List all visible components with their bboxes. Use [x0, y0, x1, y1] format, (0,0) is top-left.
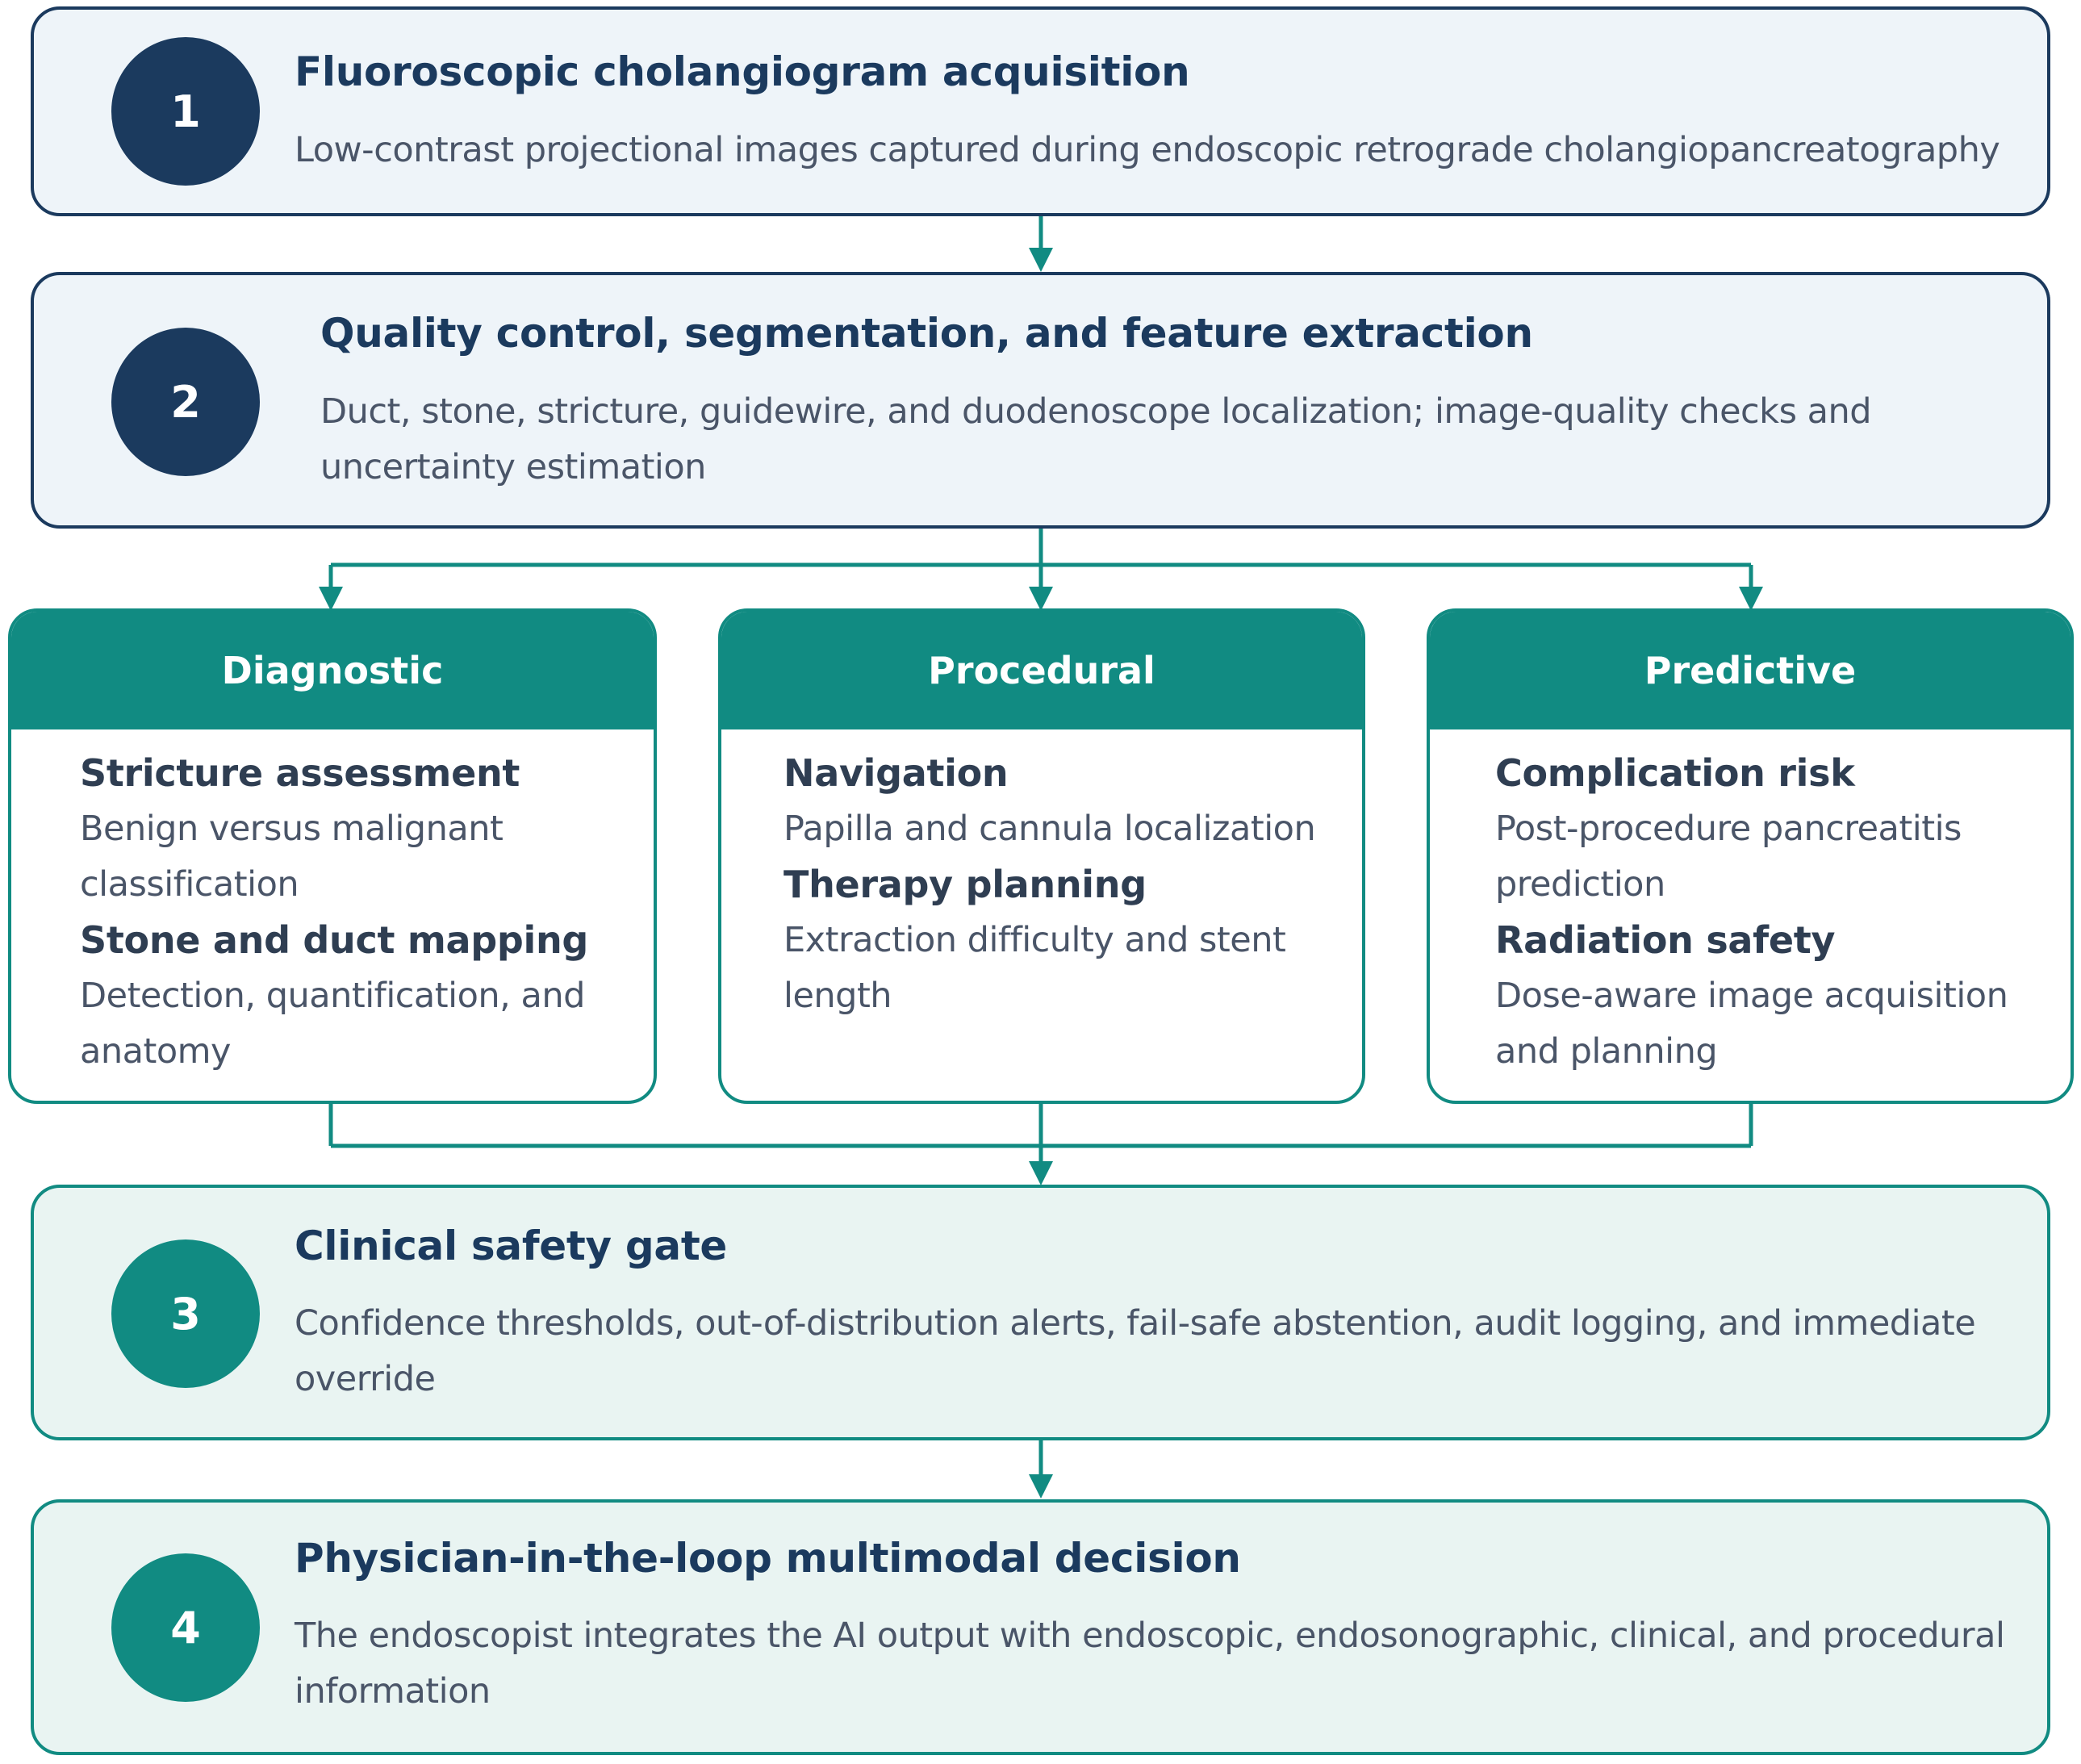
step-2-box	[31, 272, 2050, 529]
procedural-item-1-description: Papilla and cannula localization	[784, 809, 1316, 849]
procedural-item-2-description: Extraction difficulty and stent length	[784, 920, 1286, 1016]
diagnostic-item-2-title: Stone and duct mapping	[80, 918, 589, 962]
step-2-description: Duct, stone, stricture, guidewire, and d…	[320, 391, 1872, 487]
diagnostic-item-1-description: Benign versus malignant classification	[80, 809, 504, 905]
step-4-number-badge: 4	[111, 1553, 260, 1702]
step-3-number-badge: 3	[111, 1239, 260, 1388]
category-header-predictive: Predictive	[1430, 612, 2071, 729]
category-header-procedural: Procedural	[721, 612, 1362, 729]
step-3-description: Confidence thresholds, out-of-distributi…	[295, 1303, 1976, 1399]
step-1-title: Fluoroscopic cholangiogram acquisition	[295, 48, 1190, 95]
step-4-description: The endoscopist integrates the AI output…	[295, 1616, 2005, 1712]
category-card-diagnostic: Diagnostic Stricture assessment Benign v…	[8, 608, 657, 1104]
predictive-item-2-description: Dose-aware image acquisition and plannin…	[1495, 976, 2008, 1072]
diagnostic-item-2-description: Detection, quantification, and anatomy	[80, 976, 585, 1072]
step-2-title: Quality control, segmentation, and featu…	[320, 310, 1533, 357]
step-3-title: Clinical safety gate	[295, 1223, 728, 1269]
predictive-item-1-description: Post-procedure pancreatitis prediction	[1495, 809, 1962, 905]
predictive-item-2-title: Radiation safety	[1495, 918, 1836, 962]
step-4-title: Physician-in-the-loop multimodal decisio…	[295, 1535, 1241, 1582]
step-3-box	[31, 1185, 2050, 1440]
step-1-box	[31, 6, 2050, 216]
step-4-box	[31, 1499, 2050, 1755]
category-card-predictive: Predictive Complication risk Post-proced…	[1427, 608, 2074, 1104]
category-header-diagnostic: Diagnostic	[11, 612, 654, 729]
diagnostic-item-1-title: Stricture assessment	[80, 751, 520, 795]
procedural-item-2-title: Therapy planning	[784, 863, 1147, 906]
step-1-description: Low-contrast projectional images capture…	[295, 130, 2000, 170]
procedural-item-1-title: Navigation	[784, 751, 1009, 795]
category-card-procedural: Procedural Navigation Papilla and cannul…	[718, 608, 1365, 1104]
predictive-item-1-title: Complication risk	[1495, 751, 1855, 795]
step-2-number-badge: 2	[111, 328, 260, 476]
step-1-number-badge: 1	[111, 37, 260, 186]
